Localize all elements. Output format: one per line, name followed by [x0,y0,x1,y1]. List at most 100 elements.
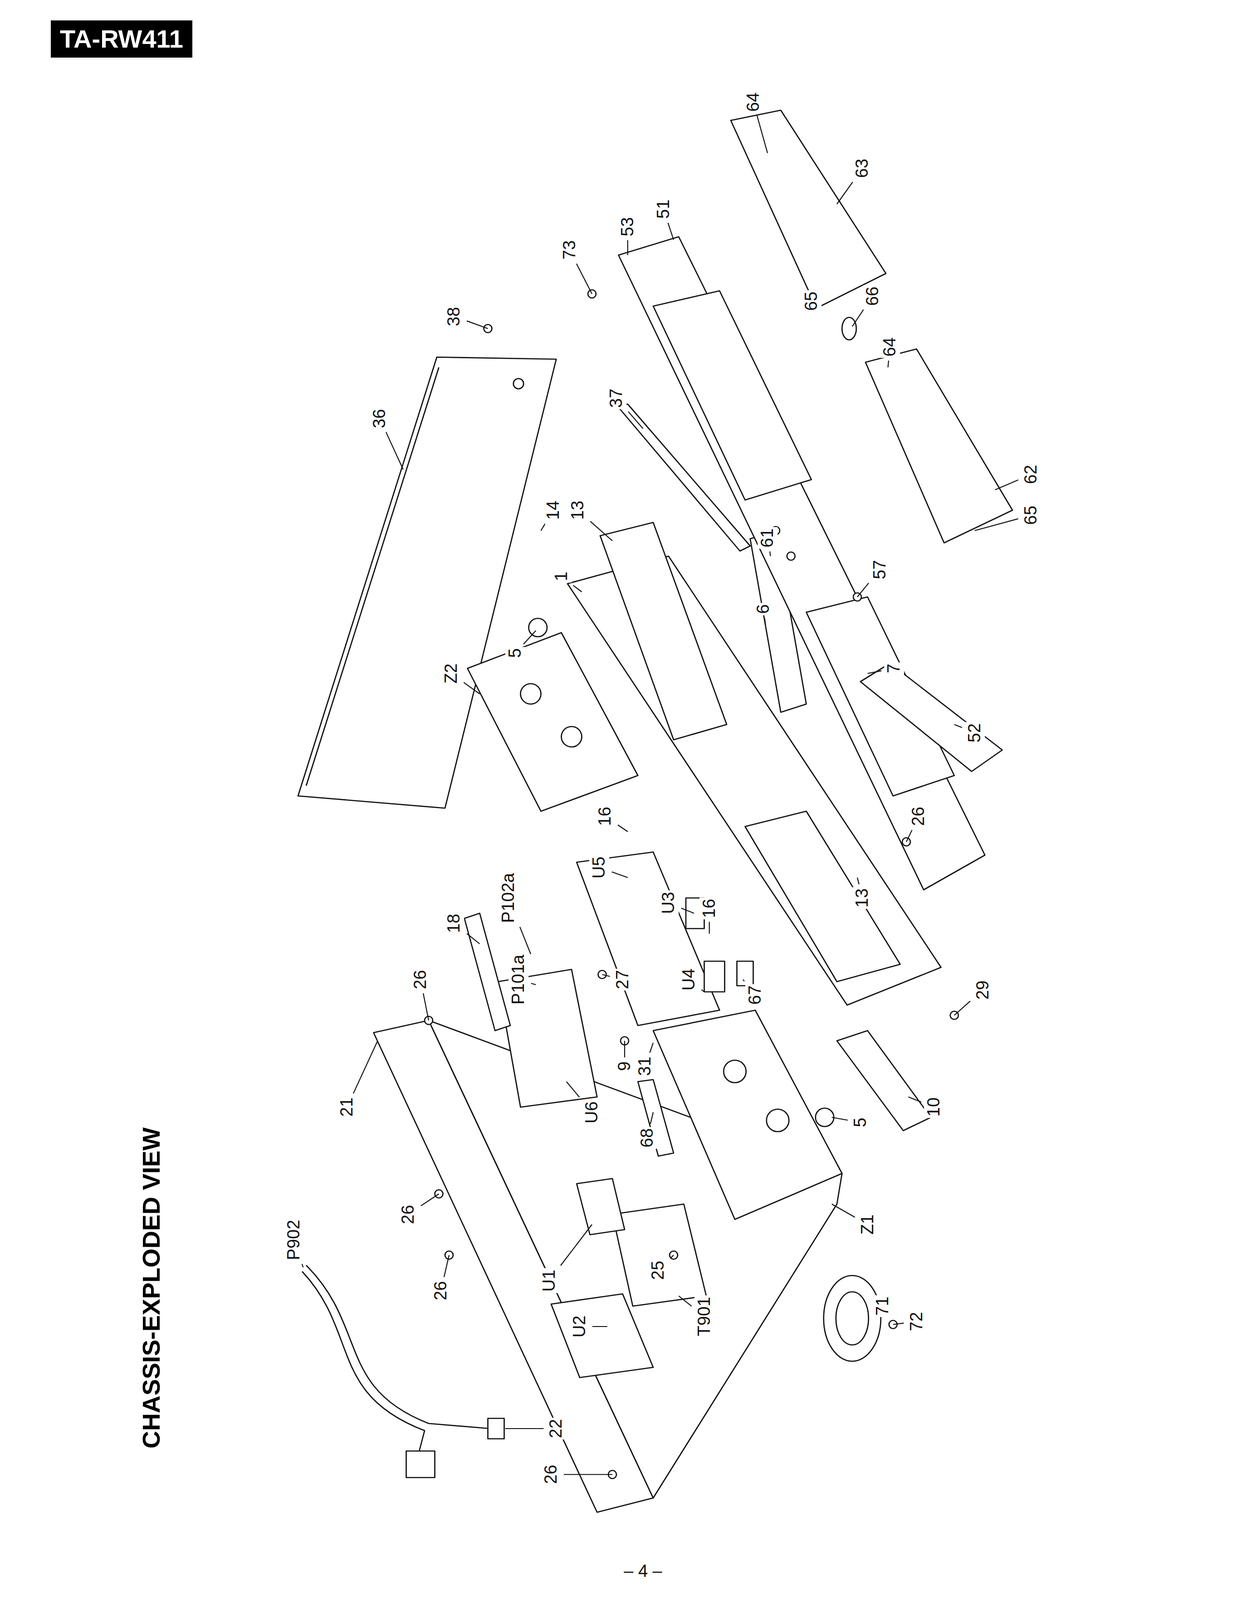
callout-number: T901 [694,1295,715,1338]
leader-line [611,871,628,878]
switch [704,961,725,993]
cassette-holder [745,811,901,983]
callout-number: 5 [505,646,526,660]
capstan [520,684,542,705]
leader-line [908,1097,922,1103]
callout-number: 51 [653,198,674,221]
leader-line [541,523,546,531]
leader-line [836,181,853,205]
switch [737,961,754,987]
leader-line [701,989,705,993]
capstan [766,1109,790,1133]
strain-relief [488,1418,505,1440]
leader-line [769,551,771,557]
leader-line [893,1323,905,1325]
leader-line [764,618,766,625]
button [787,552,796,561]
callout-number: 26 [541,1463,562,1486]
pulley [815,1108,835,1128]
model-badge: TA-RW411 [50,20,193,58]
pcb [551,1294,654,1379]
callout-number: 7 [884,662,905,675]
callout-number: 26 [908,805,929,828]
leader-line [888,360,889,368]
leader-line [831,1117,848,1121]
leader-line [576,263,592,294]
callout-number: 67 [745,984,766,1007]
leader-line [831,1204,856,1218]
callout-number: 72 [906,1310,927,1333]
leader-line [974,518,1019,531]
mechanism [653,1010,842,1220]
leader-line [386,432,404,470]
leader-line [566,1081,580,1098]
cover-fold [306,367,440,787]
callout-number: 14 [543,499,564,522]
callout-number: U5 [589,855,610,881]
leader-line [573,585,582,592]
callout-number: 61 [757,527,778,549]
leader-line [681,908,695,914]
callout-number: 64 [743,91,764,113]
callout-number: 31 [635,1055,656,1078]
callout-number: 62 [1021,463,1042,486]
callout-number: 26 [410,968,431,991]
leader-line [624,1041,626,1058]
page-number: – 4 – [622,1561,664,1582]
leader-line [531,983,536,985]
callout-number: P101a [508,953,529,1007]
power-cord [306,1265,490,1429]
power-cord [302,1271,425,1455]
door [860,663,1003,773]
callout-number: 21 [337,1096,357,1119]
callout-number: 65 [801,290,822,313]
callout-number: 26 [398,1203,419,1226]
leader-line [627,240,629,256]
callout-number: 16 [595,805,616,828]
callout-number: 18 [444,912,465,935]
callout-number: 13 [852,887,873,910]
leader-line [444,1255,450,1278]
callout-number: 25 [648,1259,669,1282]
pulley [528,618,548,638]
leader-line [743,979,745,982]
callout-number: 9 [614,1060,635,1073]
callout-number: 29 [972,978,993,1001]
callout-number: U3 [658,890,679,916]
door [865,349,1013,544]
callout-number: 52 [964,721,985,744]
callout-number: 68 [637,1127,658,1149]
callout-number: U4 [679,967,700,993]
callout-number: 65 [1021,504,1042,527]
leader-line [353,1041,378,1094]
model-name: TA-RW411 [59,24,184,54]
knob [841,317,857,341]
callout-number: 22 [546,1417,567,1440]
leader-line [420,1194,440,1207]
leader-line [857,583,869,598]
callout-number: 63 [852,157,873,180]
callout-number: P902 [283,1218,304,1262]
callout-number: Z2 [441,662,462,685]
leader-line [560,1224,592,1266]
door [730,110,886,309]
capstan [561,726,582,748]
leader-line [678,1296,692,1307]
bracket [836,1031,931,1132]
callout-number: 27 [612,968,633,991]
leader-line [852,309,864,327]
leader-line [617,825,628,832]
callout-number: 1 [551,570,572,583]
leader-line [708,922,710,934]
callout-number: 38 [444,305,465,328]
leader-line [463,682,480,695]
leader-line [906,830,913,842]
leader-line [757,115,768,153]
leader-line [466,933,480,945]
capstan [723,1060,747,1084]
leader-line [466,321,488,329]
strip [464,913,511,1032]
front-panel [618,236,986,890]
plug [406,1451,436,1479]
